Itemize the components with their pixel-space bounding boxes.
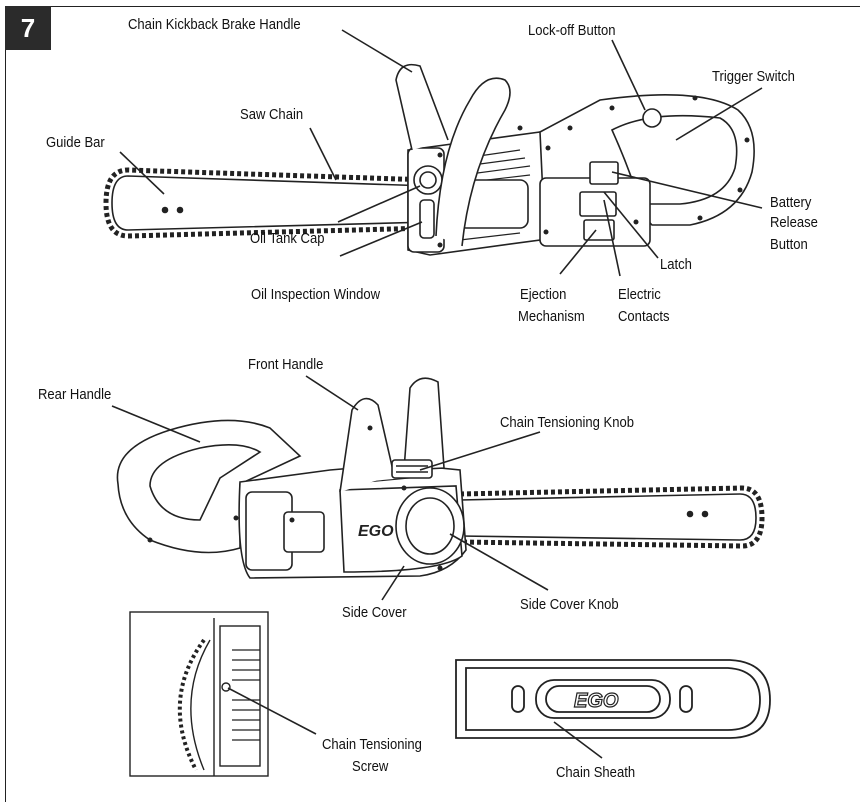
label-tension-screw-2: Screw — [352, 758, 388, 776]
label-ejection-2: Mechanism — [518, 308, 585, 326]
oil-window-shape — [420, 200, 434, 238]
label-oil-tank-cap: Oil Tank Cap — [250, 230, 324, 248]
label-battery-release-1: Battery — [770, 194, 811, 212]
tension-knob-shape — [392, 460, 432, 478]
label-latch: Latch — [660, 256, 692, 274]
label-contacts-2: Contacts — [618, 308, 670, 326]
label-contacts-1: Electric — [618, 286, 661, 304]
label-tension-screw-1: Chain Tensioning — [322, 736, 422, 754]
label-lock-off: Lock-off Button — [528, 22, 616, 40]
label-tension-knob: Chain Tensioning Knob — [500, 414, 634, 432]
label-side-cover-knob: Side Cover Knob — [520, 596, 619, 614]
label-oil-window: Oil Inspection Window — [251, 286, 380, 304]
guide-bar-side — [460, 494, 756, 540]
label-side-cover: Side Cover — [342, 604, 407, 622]
label-saw-chain: Saw Chain — [240, 106, 303, 124]
ego-logo-sheath: EGO — [574, 690, 619, 712]
inset-tension-screw — [130, 612, 268, 776]
label-front-handle: Front Handle — [248, 356, 323, 374]
label-sheath: Chain Sheath — [556, 764, 635, 782]
label-battery-release-3: Button — [770, 236, 808, 254]
label-ejection-1: Ejection — [520, 286, 566, 304]
label-guide-bar: Guide Bar — [46, 134, 105, 152]
label-trigger: Trigger Switch — [712, 68, 795, 86]
label-kickback-brake: Chain Kickback Brake Handle — [128, 16, 301, 34]
label-battery-release-2: Release — [770, 214, 818, 232]
side-chainsaw: EGO — [117, 378, 762, 578]
lock-off-shape — [643, 109, 661, 127]
ego-logo-side: EGO — [358, 523, 394, 540]
label-rear-handle: Rear Handle — [38, 386, 111, 404]
kickback-brake-shape — [396, 65, 448, 150]
top-chainsaw — [106, 65, 754, 255]
chain-sheath-art: EGO — [456, 660, 770, 738]
